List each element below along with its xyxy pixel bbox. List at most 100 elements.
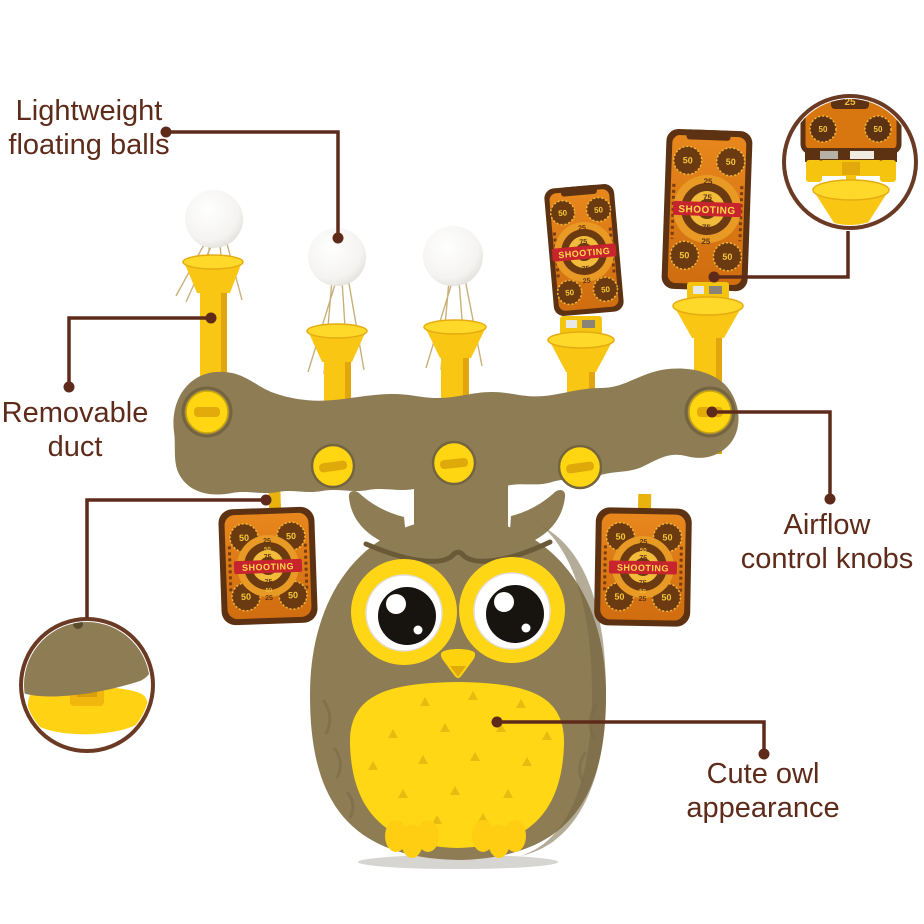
label-line: control knobs	[740, 543, 914, 575]
standing-target-2: 50 50 50 50 25 75 SHOOTING 75 25	[661, 128, 753, 292]
ball-2	[308, 228, 366, 286]
svg-text:SHOOTING: SHOOTING	[617, 563, 669, 574]
svg-text:75: 75	[639, 580, 647, 587]
owl-eyes	[351, 557, 565, 665]
pupil-left	[378, 587, 436, 645]
callout-target-clip: 25 50 50	[782, 94, 918, 230]
hanging-target-right: 50 50 50 50 25 50 75 SHOOTING 75 50 25	[594, 493, 692, 627]
svg-text:50: 50	[615, 532, 625, 542]
svg-text:SHOOTING: SHOOTING	[678, 204, 736, 217]
svg-text:50: 50	[722, 252, 732, 262]
svg-text:25: 25	[263, 538, 271, 545]
svg-text:50: 50	[565, 288, 575, 298]
leader-dots	[63, 126, 836, 760]
callout-duct-clip	[19, 617, 155, 753]
pupil-right	[486, 585, 544, 643]
leader-owl-appearance	[497, 720, 766, 753]
label-floating-balls: Lightweight floating balls	[0, 94, 178, 162]
svg-text:25: 25	[578, 225, 586, 233]
svg-text:50: 50	[874, 125, 883, 134]
label-line: duct	[47, 431, 103, 463]
airflow-knob-left	[181, 386, 233, 438]
label-removable-duct: Removable duct	[0, 396, 150, 464]
svg-text:75: 75	[702, 223, 712, 232]
belly-texture	[368, 691, 552, 824]
label-line: Cute owl	[706, 758, 820, 790]
label-airflow-knobs: Airflow control knobs	[730, 508, 924, 576]
bullseye: 25 50 75 SHOOTING 75 50 25	[233, 535, 303, 602]
bullseye: 25 50 75 SHOOTING 75 50 25	[608, 535, 678, 603]
leader-removable-duct	[67, 316, 211, 386]
svg-text:75: 75	[703, 193, 713, 202]
callout-target-clip-content: 25 50 50	[800, 97, 902, 225]
svg-text:25: 25	[638, 596, 646, 603]
svg-text:25: 25	[583, 278, 591, 286]
svg-text:50: 50	[286, 531, 296, 541]
label-line: Airflow	[783, 509, 871, 541]
eye-highlight	[386, 594, 406, 614]
leader-airflow-knobs	[712, 410, 832, 498]
svg-text:50: 50	[819, 125, 828, 134]
svg-text:50: 50	[639, 589, 646, 595]
corner-badges: 50 50 50 50	[549, 196, 619, 306]
bullseye: 25 75 SHOOTING 75 25	[551, 221, 617, 286]
branch-screws	[310, 440, 603, 490]
ball-3	[423, 226, 483, 286]
svg-text:50: 50	[241, 592, 251, 602]
svg-text:50: 50	[288, 590, 298, 600]
svg-text:50: 50	[640, 548, 647, 554]
svg-text:50: 50	[679, 250, 689, 260]
svg-text:75: 75	[264, 554, 272, 561]
eye-highlight	[413, 625, 423, 635]
svg-text:50: 50	[594, 205, 604, 215]
leader-lines	[67, 130, 850, 753]
bullseye: 25 75 SHOOTING 75 25	[672, 175, 742, 246]
owl-belly	[349, 682, 565, 848]
svg-text:25: 25	[265, 595, 273, 602]
label-owl-appearance: Cute owl appearance	[668, 757, 858, 825]
svg-text:25: 25	[639, 539, 647, 546]
screw-knob	[431, 440, 477, 486]
svg-text:75: 75	[579, 239, 587, 247]
corner-badges: 50 50 50 50	[669, 145, 746, 272]
svg-text:25: 25	[703, 177, 713, 186]
svg-text:50: 50	[662, 532, 672, 542]
label-line: appearance	[686, 792, 840, 824]
svg-text:50: 50	[239, 533, 249, 543]
foot-right	[472, 820, 526, 858]
owl-beak	[440, 649, 476, 678]
svg-text:25: 25	[701, 237, 711, 246]
label-line: floating balls	[8, 129, 170, 161]
eye-highlight	[494, 592, 514, 612]
label-line: Removable	[1, 397, 149, 429]
ball-1	[185, 190, 243, 248]
ground-shadow	[358, 855, 558, 869]
svg-text:50: 50	[726, 157, 736, 167]
svg-text:75: 75	[265, 579, 273, 586]
svg-text:50: 50	[614, 592, 624, 602]
screw-knob	[557, 444, 603, 490]
svg-text:50: 50	[683, 155, 693, 165]
screw-knob	[310, 443, 356, 489]
owl-feet	[385, 820, 526, 858]
svg-text:75: 75	[582, 266, 590, 274]
standing-target-1: 50 50 50 50 25 75 SHOOTING 75 25	[544, 184, 624, 316]
owl-beak-tip	[450, 666, 466, 677]
eye-highlight	[521, 623, 531, 633]
owl	[310, 474, 606, 869]
owl-body-shade	[520, 526, 606, 856]
svg-text:SHOOTING: SHOOTING	[242, 561, 294, 573]
svg-text:50: 50	[265, 588, 273, 594]
svg-text:75: 75	[639, 555, 647, 562]
leader-floating-balls	[166, 130, 340, 236]
leader-callout-bottom-left	[85, 498, 266, 618]
svg-text:50: 50	[661, 592, 671, 602]
svg-text:25: 25	[844, 97, 856, 108]
floating-balls	[185, 190, 483, 286]
foot-left	[385, 820, 439, 858]
hanging-target-left: 50 50 50 50 25 50 75 SHOOTING 75 50 25	[218, 485, 318, 626]
svg-text:50: 50	[558, 208, 568, 218]
svg-text:SHOOTING: SHOOTING	[558, 246, 611, 260]
